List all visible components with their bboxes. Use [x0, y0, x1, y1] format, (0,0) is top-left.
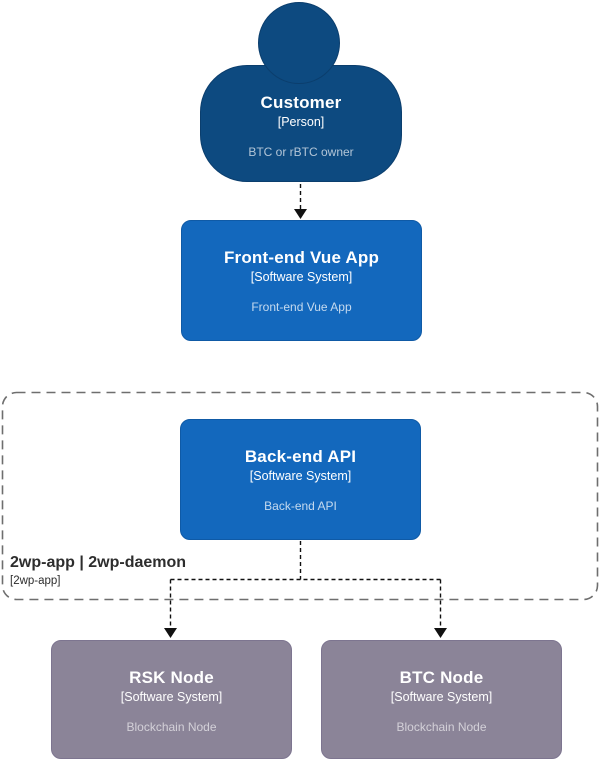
node-meta: [Software System]: [390, 690, 493, 704]
boundary-2wp-app-outline: [1, 391, 599, 601]
boundary-title: 2wp-app | 2wp-daemon: [10, 554, 187, 571]
node-title: Back-end API: [244, 447, 357, 466]
customer-person-node: Customer [Person] BTC or rBTC owner: [200, 65, 402, 182]
rsk-node: RSK Node [Software System] Blockchain No…: [51, 640, 292, 759]
node-title: Customer: [260, 93, 342, 112]
node-description: BTC or rBTC owner: [248, 145, 354, 159]
arrowhead-customer-frontend: [294, 209, 307, 219]
backend-system-node: Back-end API [Software System] Back-end …: [180, 419, 421, 540]
node-meta: [Software System]: [250, 270, 353, 284]
arrowhead-backend-rsk: [164, 628, 177, 638]
node-title: Front-end Vue App: [223, 248, 380, 267]
node-description: Back-end API: [264, 499, 337, 513]
customer-person-head: [258, 2, 340, 84]
node-title: RSK Node: [129, 668, 214, 687]
boundary-2wp-app-label: 2wp-app | 2wp-daemon [2wp-app]: [10, 553, 186, 588]
boundary-meta: [2wp-app]: [10, 575, 61, 587]
node-description: Blockchain Node: [396, 720, 487, 734]
frontend-system-node: Front-end Vue App [Software System] Fron…: [181, 220, 422, 341]
node-description: Blockchain Node: [126, 720, 217, 734]
arrowhead-backend-btc: [434, 628, 447, 638]
node-title: BTC Node: [399, 668, 484, 687]
node-meta: [Person]: [277, 115, 325, 129]
node-meta: [Software System]: [249, 469, 352, 483]
connector-backend-nodes: [169, 541, 442, 628]
btc-node: BTC Node [Software System] Blockchain No…: [321, 640, 562, 759]
node-description: Front-end Vue App: [251, 300, 352, 314]
node-meta: [Software System]: [120, 690, 223, 704]
